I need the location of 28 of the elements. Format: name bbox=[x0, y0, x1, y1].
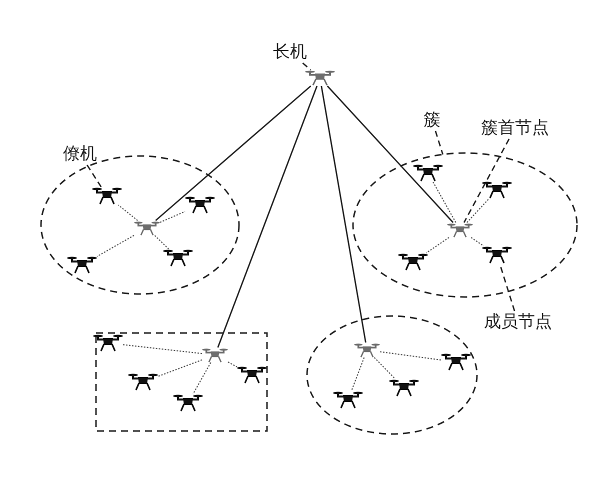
leader-line bbox=[86, 164, 102, 188]
link-line bbox=[426, 237, 450, 254]
node-label: 簇首节点 bbox=[475, 117, 555, 139]
link-line bbox=[432, 182, 456, 223]
link-line bbox=[96, 234, 134, 257]
link-line bbox=[228, 362, 238, 368]
connection-line bbox=[320, 86, 366, 343]
link-line bbox=[470, 237, 484, 246]
link-line bbox=[154, 235, 170, 250]
node-label: 成员节点 bbox=[478, 311, 558, 333]
node-label: 簇 bbox=[420, 109, 444, 131]
link-line bbox=[192, 362, 212, 394]
node-label: 长机 bbox=[270, 41, 310, 63]
node-label: 僚机 bbox=[58, 143, 102, 165]
leader-line bbox=[302, 62, 312, 71]
link-line bbox=[374, 357, 396, 380]
link-line bbox=[118, 204, 138, 221]
link-line bbox=[160, 211, 186, 223]
link-line bbox=[380, 351, 442, 361]
connection-line bbox=[326, 86, 454, 223]
connection-line bbox=[155, 85, 312, 222]
leader-line bbox=[463, 138, 510, 223]
connection-line bbox=[217, 86, 318, 348]
link-line bbox=[350, 357, 365, 392]
leader-line bbox=[434, 130, 444, 155]
link-line bbox=[158, 359, 202, 377]
link-line bbox=[122, 344, 202, 354]
link-line bbox=[466, 198, 490, 223]
